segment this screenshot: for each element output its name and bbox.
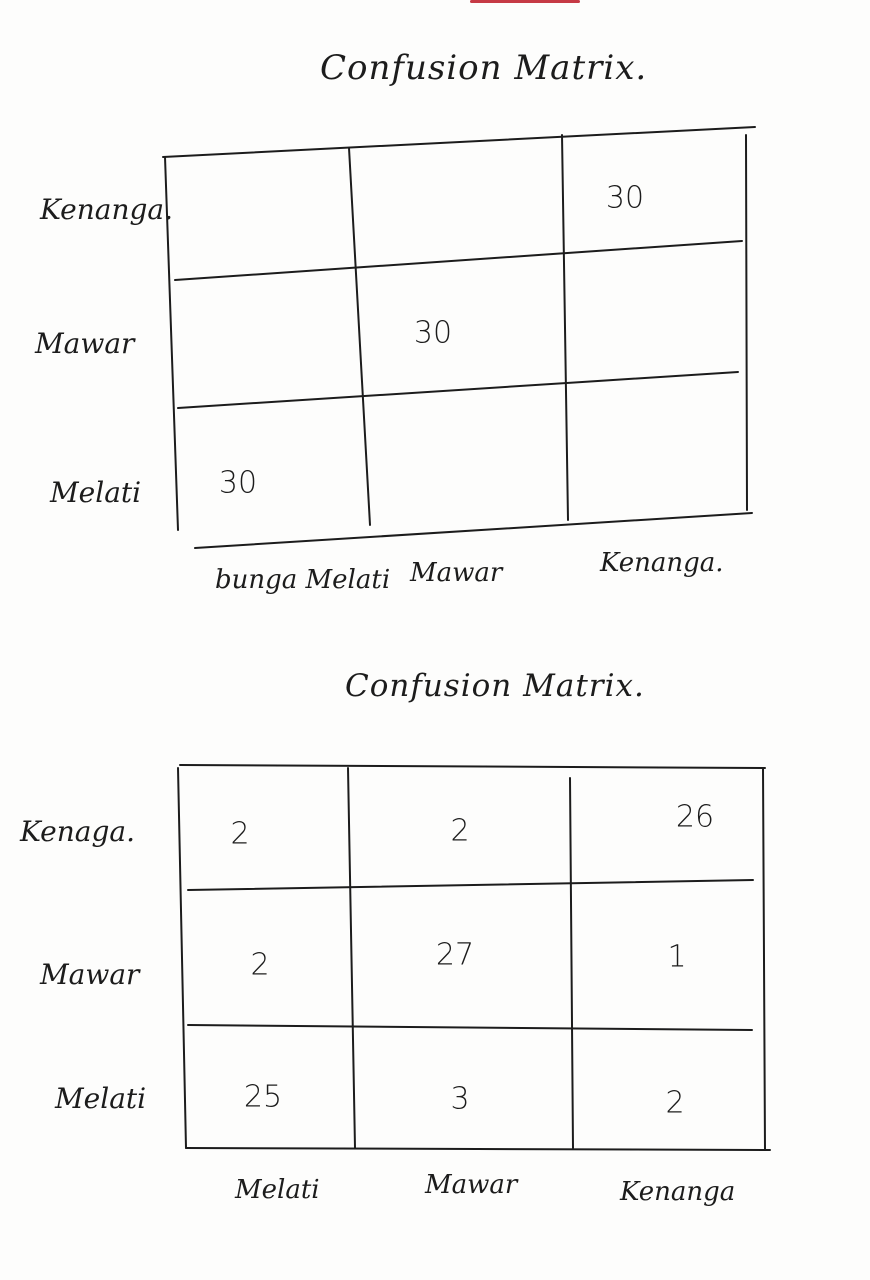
matrix2-title: Confusion Matrix. (345, 668, 645, 704)
matrix1-row-label-melati: Melati (50, 476, 142, 509)
matrix2-cell: 25 (243, 1079, 283, 1115)
matrix2-row-label-melati: Melati (55, 1082, 147, 1115)
matrix2-col-label-kenanga: Kenanga (620, 1177, 736, 1207)
matrix2-cell: 2 (230, 816, 250, 852)
matrix1-cell: 30 (413, 315, 453, 351)
matrix1-col-label-mawar: Mawar (410, 558, 503, 588)
matrix1-row-label-mawar: Mawar (35, 327, 135, 360)
matrix2-cell: 2 (665, 1085, 685, 1121)
matrix2-cell: 3 (450, 1081, 470, 1117)
matrix1-col-label-melati: bunga Melati (215, 565, 391, 595)
matrix2-col-label-mawar: Mawar (425, 1170, 518, 1200)
matrix2-cell: 2 (250, 947, 270, 983)
matrix2-cell: 1 (667, 939, 687, 975)
matrix2-row-label-kenanga: Kenaga. (20, 815, 135, 848)
matrix2-row-label-mawar: Mawar (40, 958, 140, 991)
matrix1-col-label-kenanga: Kenanga. (600, 548, 724, 578)
matrix1-title: Confusion Matrix. (320, 48, 648, 88)
matrix2-col-label-melati: Melati (235, 1175, 320, 1205)
matrix2-cell: 27 (435, 937, 475, 973)
red-edge-mark (470, 0, 580, 3)
matrix1-row-label-kenanga: Kenanga. (40, 193, 174, 226)
matrix2-cell: 2 (450, 813, 470, 849)
matrix2-cell: 26 (675, 799, 715, 835)
matrix1-cell: 30 (605, 180, 645, 216)
matrix1-cell: 30 (218, 465, 258, 501)
